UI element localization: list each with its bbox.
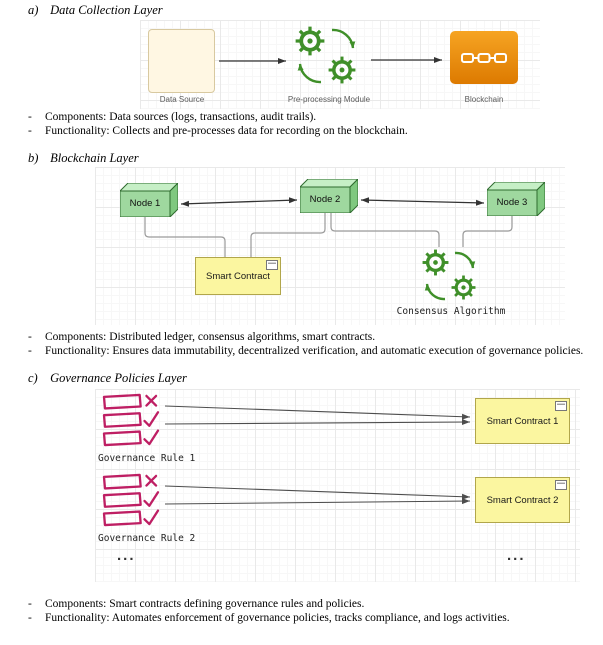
connector-node2-smartcontract — [250, 213, 326, 257]
node2-label: Node 2 — [309, 194, 341, 205]
smart-contract-2-label: Smart Contract 2 — [486, 494, 559, 506]
smart-contract-1-label: Smart Contract 1 — [486, 415, 559, 427]
arrow-rule2-to-sc2 — [164, 485, 471, 500]
bullet-text: Components: Smart contracts defining gov… — [45, 598, 365, 610]
diagram-data-collection: Data Source Pre-processing Module Blockc… — [140, 20, 540, 109]
diagram-blockchain-layer: Node 1 Node 2 Node 3 Smart Contract Cons… — [95, 167, 565, 325]
bullet-item: - Functionality: Collects and pre-process… — [28, 125, 598, 137]
bullet-text: Functionality: Automates enforcement of … — [45, 612, 510, 624]
node3-label: Node 3 — [496, 197, 528, 208]
smart-contract-1-box: Smart Contract 1 — [475, 398, 570, 444]
checklist-icon — [102, 473, 160, 527]
bullet-text: Functionality: Ensures data immutability… — [45, 345, 584, 357]
section-b-heading: b) Blockchain Layer — [28, 151, 139, 166]
blockchain-box — [450, 31, 518, 84]
section-c-letter: c) — [28, 371, 38, 385]
gears-cycle-icon — [422, 249, 476, 301]
diagram-b-canvas — [120, 179, 545, 301]
bullet-item: - Components: Smart contracts defining go… — [28, 598, 598, 610]
smart-contract-label: Smart Contract — [206, 270, 270, 282]
connector-node3-consensus — [462, 216, 513, 247]
bullet-marker: - — [28, 345, 32, 357]
diagram-governance-layer: Smart Contract 1 Smart Contract 2 Govern… — [95, 389, 580, 582]
preprocessing-label: Pre-processing Module — [287, 95, 371, 104]
note-badge-icon — [555, 480, 567, 490]
arrow-rule1-to-sc1 — [164, 419, 471, 426]
ellipsis-left: ... — [117, 547, 136, 564]
section-a-letter: a) — [28, 3, 39, 17]
bullet-item: - Components: Data sources (logs, transac… — [28, 111, 598, 123]
bullet-item: - Functionality: Automates enforcement of… — [28, 612, 598, 624]
note-badge-icon — [555, 401, 567, 411]
bullet-text: Components: Data sources (logs, transact… — [45, 111, 317, 123]
consensus-algorithm-label: Consensus Algorithm — [396, 306, 506, 317]
bullet-text: Functionality: Collects and pre-processe… — [45, 125, 408, 137]
governance-rule-2-label: Governance Rule 2 — [98, 533, 196, 544]
smart-contract-box: Smart Contract — [195, 257, 281, 295]
governance-rule-1-label: Governance Rule 1 — [98, 453, 196, 464]
arrow-rule1-to-sc1 — [164, 405, 471, 420]
arrow-rule2-to-sc2 — [164, 498, 471, 505]
data-source-box — [148, 29, 215, 93]
note-badge-icon — [266, 260, 278, 270]
data-source-label: Data Source — [159, 95, 205, 104]
smart-contract-2-box: Smart Contract 2 — [475, 477, 570, 523]
section-b-letter: b) — [28, 151, 39, 165]
double-arrow-node2-node3 — [360, 197, 485, 206]
diagram-c-canvas — [102, 393, 471, 527]
chain-links-icon — [461, 52, 507, 63]
ellipsis-right: ... — [507, 547, 526, 564]
section-a-heading: a) Data Collection Layer — [28, 3, 163, 18]
connector-node1-smartcontract — [144, 217, 226, 257]
bullet-marker: - — [28, 125, 32, 137]
gears-cycle-icon — [295, 26, 356, 84]
bullet-marker: - — [28, 111, 32, 123]
bullet-marker: - — [28, 331, 32, 343]
connector-node2-consensus — [330, 213, 440, 247]
section-b-title: Blockchain Layer — [50, 151, 139, 165]
bullet-item: - Functionality: Ensures data immutabilit… — [28, 345, 598, 357]
blockchain-label: Blockchain — [464, 95, 504, 104]
double-arrow-node1-node2 — [180, 197, 298, 207]
diagram-a-canvas — [219, 26, 442, 84]
section-c-heading: c) Governance Policies Layer — [28, 371, 187, 386]
bullet-marker: - — [28, 598, 32, 610]
bullet-marker: - — [28, 612, 32, 624]
node1-label: Node 1 — [129, 198, 161, 209]
section-c-title: Governance Policies Layer — [50, 371, 187, 385]
bullet-text: Components: Distributed ledger, consensu… — [45, 331, 376, 343]
bullet-item: - Components: Distributed ledger, consens… — [28, 331, 598, 343]
checklist-icon — [102, 393, 160, 447]
section-a-title: Data Collection Layer — [50, 3, 163, 17]
